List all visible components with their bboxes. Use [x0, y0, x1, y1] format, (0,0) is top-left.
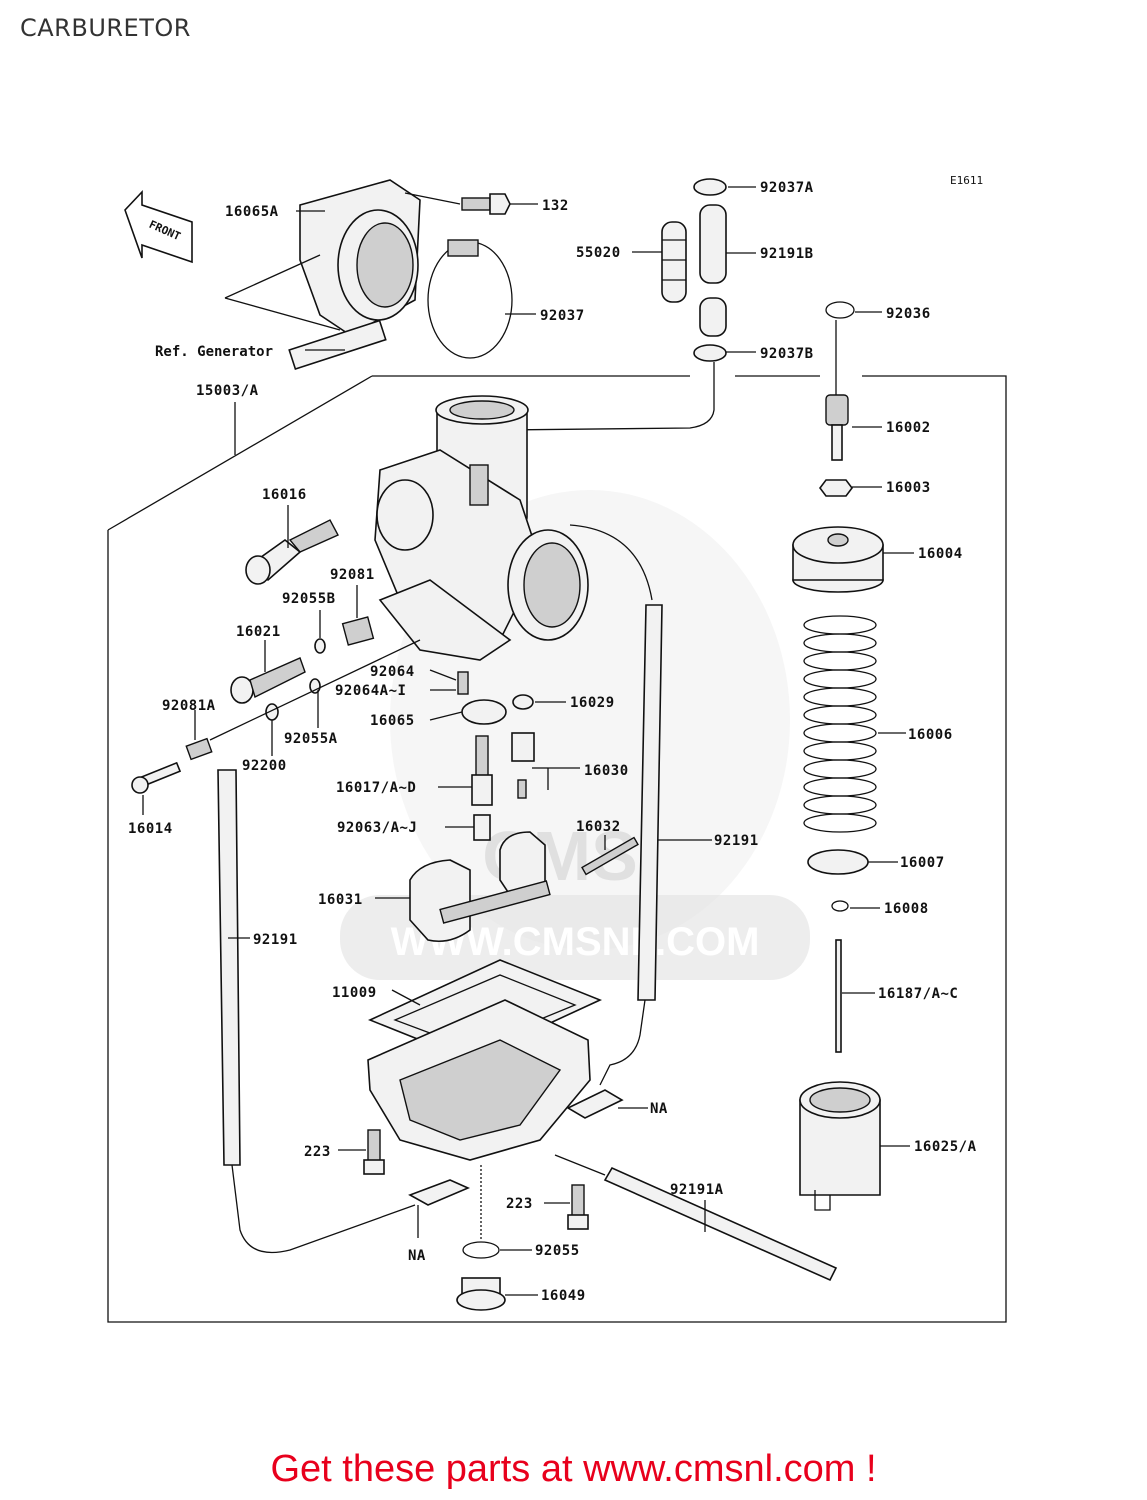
throttle-valve-16025 — [799, 1081, 881, 1211]
oring-92055 — [462, 1241, 500, 1259]
callout-92200: 92200 — [242, 758, 287, 774]
callout-55020: 55020 — [576, 245, 621, 261]
callout-16002: 16002 — [886, 420, 931, 436]
jet-92064 — [457, 671, 469, 695]
footer-link[interactable]: Get these parts at www.cmsnl.com ! — [270, 1448, 877, 1490]
parts-diagram: WWW.CMSNL.COM CMS E1611 FRONT — [107, 174, 1007, 1323]
bolt-132 — [461, 193, 511, 215]
float-valve-16030 — [511, 732, 535, 799]
callout-92191B: 92191B — [760, 246, 814, 262]
callout-16021: 16021 — [236, 624, 281, 640]
callout-NA-left: NA — [408, 1248, 426, 1264]
tube-55020 — [661, 221, 687, 303]
assembly-frame — [107, 375, 1007, 1323]
callout-16187AC: 16187/A~C — [878, 986, 958, 1002]
adjuster-16002 — [825, 394, 849, 461]
callout-223-right: 223 — [506, 1196, 533, 1212]
float-16031 — [409, 831, 551, 943]
washer-16029 — [512, 694, 534, 710]
tube-92191B-short — [699, 297, 727, 337]
float-bowl — [367, 999, 591, 1161]
clip-92036 — [825, 301, 855, 319]
callout-16065A: 16065A — [225, 204, 279, 220]
callout-92064: 92064 — [370, 664, 415, 680]
carburetor-body — [374, 395, 589, 661]
spring-16006 — [803, 615, 877, 833]
callout-92191A: 92191A — [670, 1182, 724, 1198]
plate-16007 — [807, 849, 869, 875]
page-title: CARBURETOR — [20, 14, 191, 42]
callout-16025A: 16025/A — [914, 1139, 977, 1155]
main-jet-92063 — [473, 814, 491, 841]
hose-92191A — [554, 1154, 838, 1282]
clip-16008 — [831, 900, 849, 912]
nut-16003 — [819, 479, 853, 497]
callout-92037B: 92037B — [760, 346, 814, 362]
callout-16029: 16029 — [570, 695, 615, 711]
callout-16065: 16065 — [370, 713, 415, 729]
callout-92055B: 92055B — [282, 591, 336, 607]
callout-16017AD: 16017/A~D — [336, 780, 416, 796]
callout-16008: 16008 — [884, 901, 929, 917]
callout-16016: 16016 — [262, 487, 307, 503]
front-arrow-icon: FRONT — [124, 189, 193, 264]
cap-16004 — [792, 526, 884, 593]
callout-NA-right: NA — [650, 1101, 668, 1117]
callout-92081: 92081 — [330, 567, 375, 583]
callout-11009: 11009 — [332, 985, 377, 1001]
hose-clamp — [427, 239, 513, 359]
callout-16032: 16032 — [576, 819, 621, 835]
leader-lines — [142, 186, 914, 1296]
bolt-223-right — [567, 1184, 589, 1230]
ref-generator-label: Ref. Generator — [155, 344, 273, 360]
callout-16031: 16031 — [318, 892, 363, 908]
drain-plug-16049 — [456, 1277, 506, 1311]
callout-92055A: 92055A — [284, 731, 338, 747]
callout-16030: 16030 — [584, 763, 629, 779]
diagram-code: E1611 — [950, 174, 983, 187]
ref-generator-plate — [288, 319, 387, 371]
callout-16014: 16014 — [128, 821, 173, 837]
spring-92081A — [185, 737, 213, 761]
callout-92081A: 92081A — [162, 698, 216, 714]
callout-92036: 92036 — [886, 306, 931, 322]
callout-92191-left: 92191 — [253, 932, 298, 948]
jet-holder-16065 — [461, 699, 507, 725]
needle-jet-16017 — [471, 735, 493, 806]
callout-16004: 16004 — [918, 546, 963, 562]
oring-92055B — [314, 638, 326, 654]
callout-16007: 16007 — [900, 855, 945, 871]
callout-16003: 16003 — [886, 480, 931, 496]
spring-92081 — [341, 616, 375, 646]
callout-92191-right: 92191 — [714, 833, 759, 849]
bracket-NA-left — [408, 1179, 471, 1206]
hose-92191-left — [217, 769, 416, 1254]
intake-manifold — [299, 179, 421, 336]
air-screw-16021 — [230, 657, 306, 704]
clip-92037A — [693, 178, 727, 196]
screw-16014 — [131, 761, 182, 794]
bolt-223-left — [363, 1129, 385, 1175]
callout-92063AJ: 92063/A~J — [337, 820, 417, 836]
callout-16006: 16006 — [908, 727, 953, 743]
callout-15003A: 15003/A — [196, 383, 259, 399]
callout-92064AI: 92064A~I — [335, 683, 406, 699]
callout-92037: 92037 — [540, 308, 585, 324]
callout-223-left: 223 — [304, 1144, 331, 1160]
starter-plunger-16016 — [245, 519, 339, 585]
bracket-NA-right — [566, 1089, 624, 1119]
needle-16187 — [835, 939, 842, 1053]
tube-92191B — [699, 204, 727, 284]
callouts: 16065A 132 92037A 55020 92191B 92037 920… — [128, 180, 977, 1304]
clip-92037B — [693, 344, 727, 362]
hose-92191-right — [569, 524, 663, 1086]
callout-92037A: 92037A — [760, 180, 814, 196]
callout-92055: 92055 — [535, 1243, 580, 1259]
callout-16049: 16049 — [541, 1288, 586, 1304]
pin-16032 — [581, 836, 639, 876]
callout-132: 132 — [542, 198, 569, 214]
